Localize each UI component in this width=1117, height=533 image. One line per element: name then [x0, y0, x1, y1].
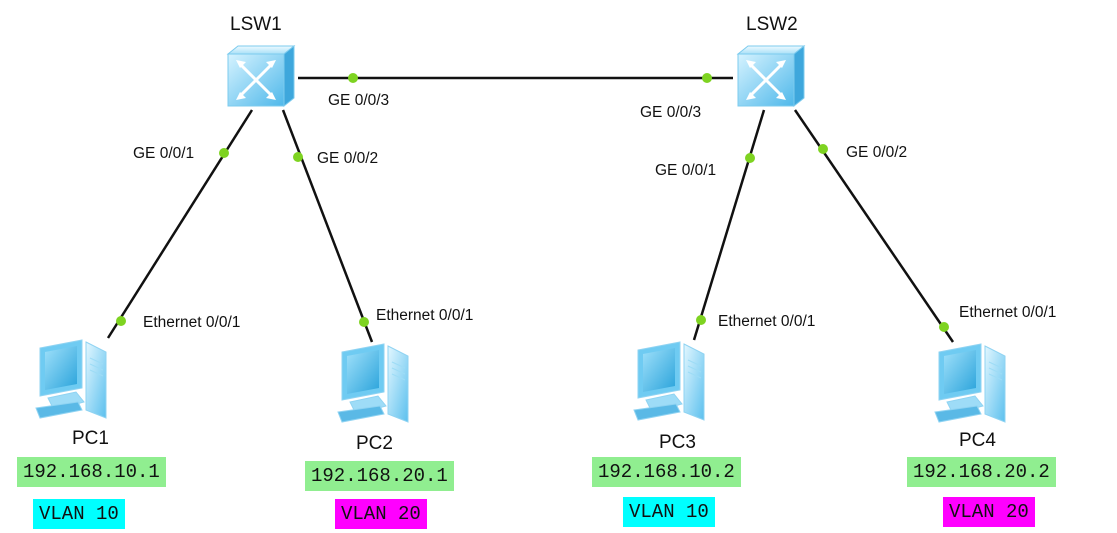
switch-lsw2[interactable]: LSW2 — [736, 14, 806, 108]
links — [106, 76, 955, 343]
pc-icon — [934, 343, 1006, 423]
switch-icon — [736, 44, 806, 108]
switch-lsw1[interactable]: LSW1 — [226, 14, 296, 108]
port-label-lsw1-ge003: GE 0/0/3 — [328, 92, 389, 109]
port-label-pc2-eth: Ethernet 0/0/1 — [376, 307, 473, 324]
port-dot — [696, 315, 706, 325]
port-label-lsw2-ge001: GE 0/0/1 — [655, 162, 716, 179]
vlan-tag-pc1: VLAN 10 — [33, 499, 125, 529]
switch-icon — [226, 44, 296, 108]
port-label-lsw2-ge002: GE 0/0/2 — [846, 144, 907, 161]
port-label-lsw1-ge002: GE 0/0/2 — [317, 150, 378, 167]
pc-name: PC3 — [659, 432, 696, 453]
port-dot — [939, 322, 949, 332]
ip-tag-pc4: 192.168.20.2 — [907, 457, 1056, 487]
port-dot — [348, 73, 358, 83]
pc-name: PC4 — [959, 430, 996, 451]
port-dot — [702, 73, 712, 83]
port-dot — [293, 152, 303, 162]
port-dot — [745, 153, 755, 163]
vlan-tag-pc3: VLAN 10 — [623, 497, 715, 527]
pc-icon — [633, 341, 705, 421]
ip-tag-pc3: 192.168.10.2 — [592, 457, 741, 487]
vlan-tag-pc2: VLAN 20 — [335, 499, 427, 529]
port-dot — [818, 144, 828, 154]
pc-icon — [35, 339, 107, 419]
port-dot — [219, 148, 229, 158]
pc-pc1[interactable]: PC1 — [35, 339, 109, 449]
pc-name: PC1 — [72, 428, 109, 449]
port-labels: GE 0/0/3 GE 0/0/3 GE 0/0/1 Ethernet 0/0/… — [133, 92, 1056, 331]
link-lsw1-pc1 — [106, 109, 254, 339]
port-label-lsw1-ge001: GE 0/0/1 — [133, 145, 194, 162]
ip-tag-pc1: 192.168.10.1 — [17, 457, 166, 487]
port-label-pc3-eth: Ethernet 0/0/1 — [718, 313, 815, 330]
port-label-pc1-eth: Ethernet 0/0/1 — [143, 314, 240, 331]
vlan-tag-pc4: VLAN 20 — [943, 497, 1035, 527]
pc-pc2[interactable]: PC2 — [337, 343, 409, 454]
port-label-pc4-eth: Ethernet 0/0/1 — [959, 304, 1056, 321]
switch-name: LSW1 — [230, 14, 282, 35]
link-lsw2-pc3 — [692, 109, 766, 341]
pc-pc3[interactable]: PC3 — [633, 341, 705, 453]
port-dot — [116, 316, 126, 326]
port-label-lsw2-ge003: GE 0/0/3 — [640, 104, 701, 121]
pc-icon — [337, 343, 409, 423]
ip-tag-pc2: 192.168.20.1 — [305, 461, 454, 491]
port-dot — [359, 317, 369, 327]
switch-name: LSW2 — [746, 14, 798, 35]
pc-pc4[interactable]: PC4 — [934, 343, 1006, 451]
pc-name: PC2 — [356, 433, 393, 454]
port-dots — [116, 73, 949, 332]
link-lsw1-pc2 — [281, 109, 374, 343]
